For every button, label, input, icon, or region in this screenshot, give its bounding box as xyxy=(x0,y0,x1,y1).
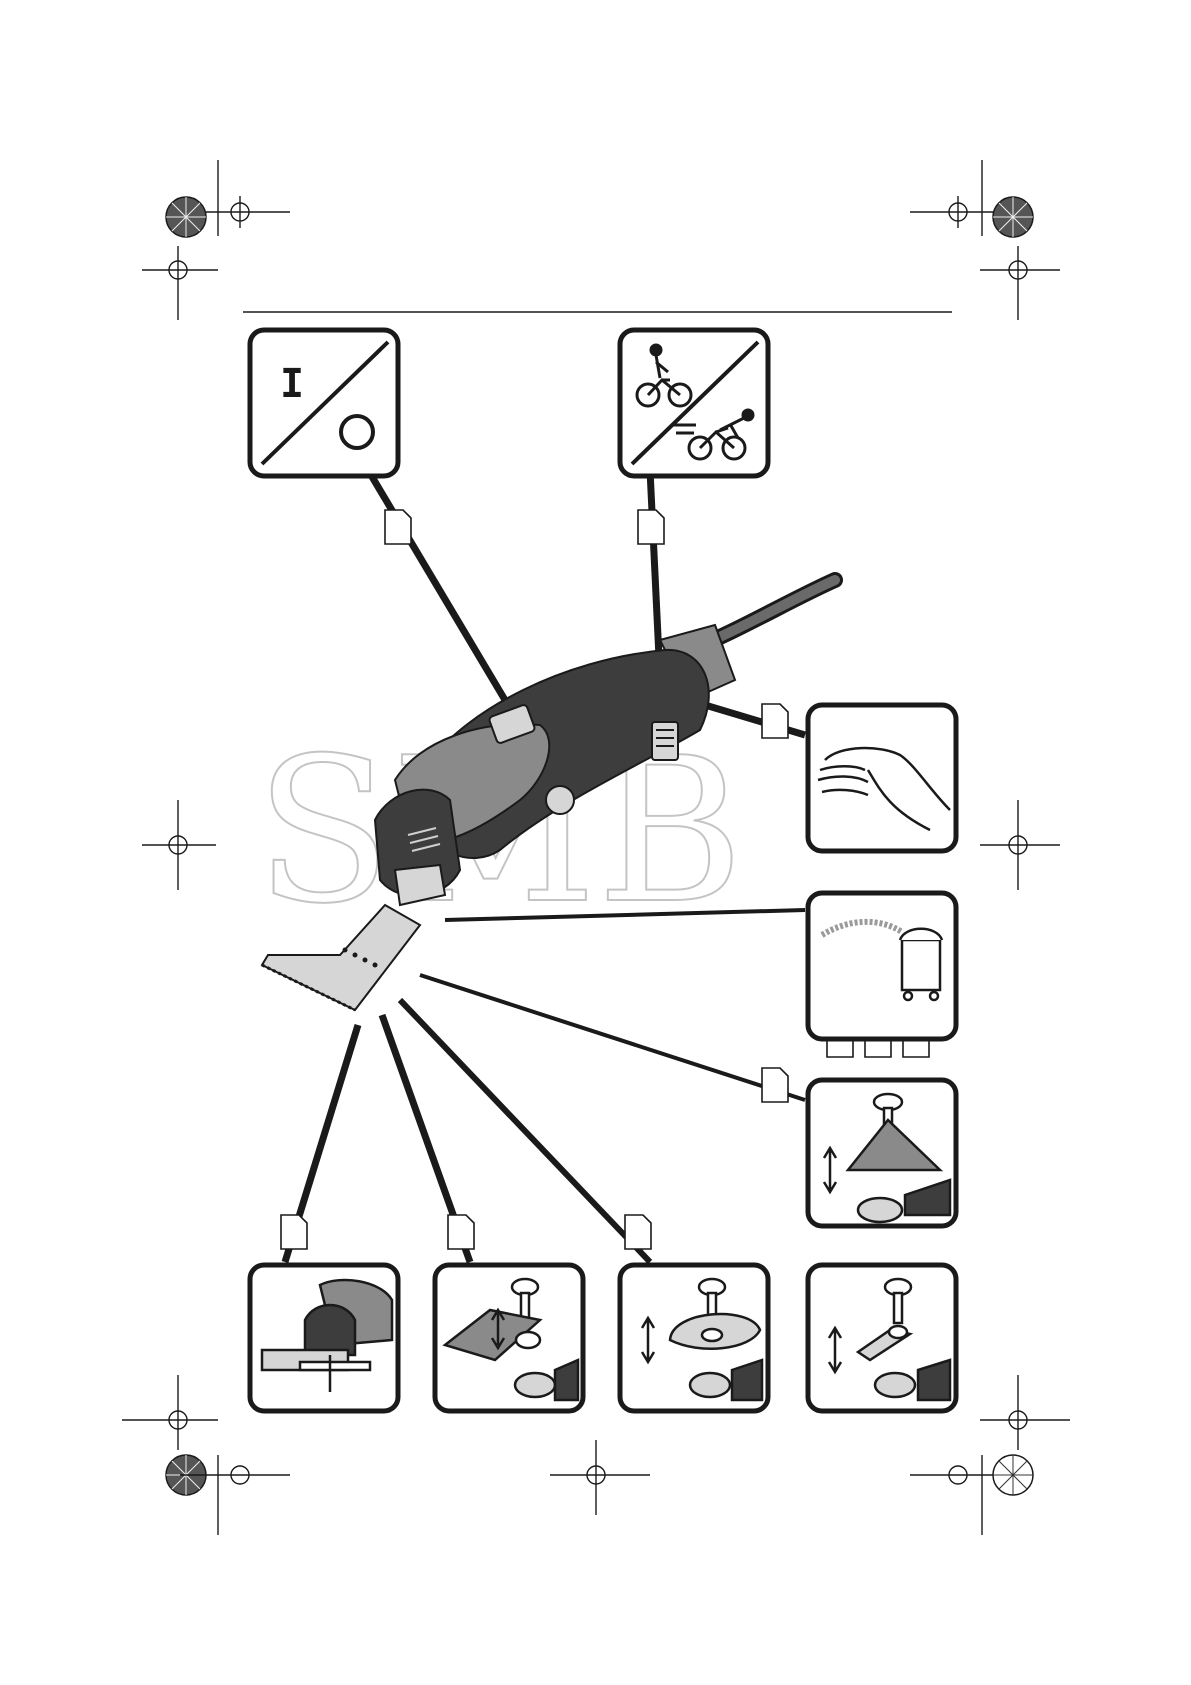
page-ref-icon xyxy=(281,1215,307,1249)
panel-dust-extraction xyxy=(808,893,956,1039)
page-ref-icon xyxy=(762,704,788,738)
page-ref-icon xyxy=(762,1068,788,1102)
vacuum-cleaner-icon xyxy=(900,929,942,1000)
registration-mark-bl xyxy=(122,1375,218,1450)
speed-dial xyxy=(652,722,678,760)
panel-scraper xyxy=(808,1265,956,1411)
page-ref-icon xyxy=(625,1215,651,1249)
color-target-tl xyxy=(166,197,206,237)
page-ref-icon xyxy=(638,510,664,544)
color-target-br xyxy=(993,1455,1033,1495)
panel-straight-blade xyxy=(435,1265,583,1411)
panel-sanding-pad xyxy=(808,1080,956,1226)
leader-on-off xyxy=(368,470,505,700)
page-ref-icon xyxy=(448,1215,474,1249)
panel-round-blade xyxy=(620,1265,768,1411)
registration-mark-ml xyxy=(142,800,216,890)
registration-mark-mr xyxy=(980,800,1060,890)
registration-mark-tr2 xyxy=(980,246,1060,320)
registration-mark-bc xyxy=(550,1440,650,1515)
registration-mark-tl2 xyxy=(142,246,218,320)
page-ref-icon xyxy=(385,510,411,544)
panel-speed xyxy=(620,330,768,476)
panel-on-off: I xyxy=(250,330,398,476)
panel-grip xyxy=(808,705,956,851)
panel-depth-stop xyxy=(250,1265,398,1411)
registration-mark-br2 xyxy=(910,1455,1000,1535)
on-symbol: I xyxy=(280,361,304,407)
color-target-tr xyxy=(993,197,1033,237)
brand-badge xyxy=(546,786,574,814)
registration-mark-tr xyxy=(910,160,1000,236)
registration-mark-br xyxy=(980,1375,1070,1450)
